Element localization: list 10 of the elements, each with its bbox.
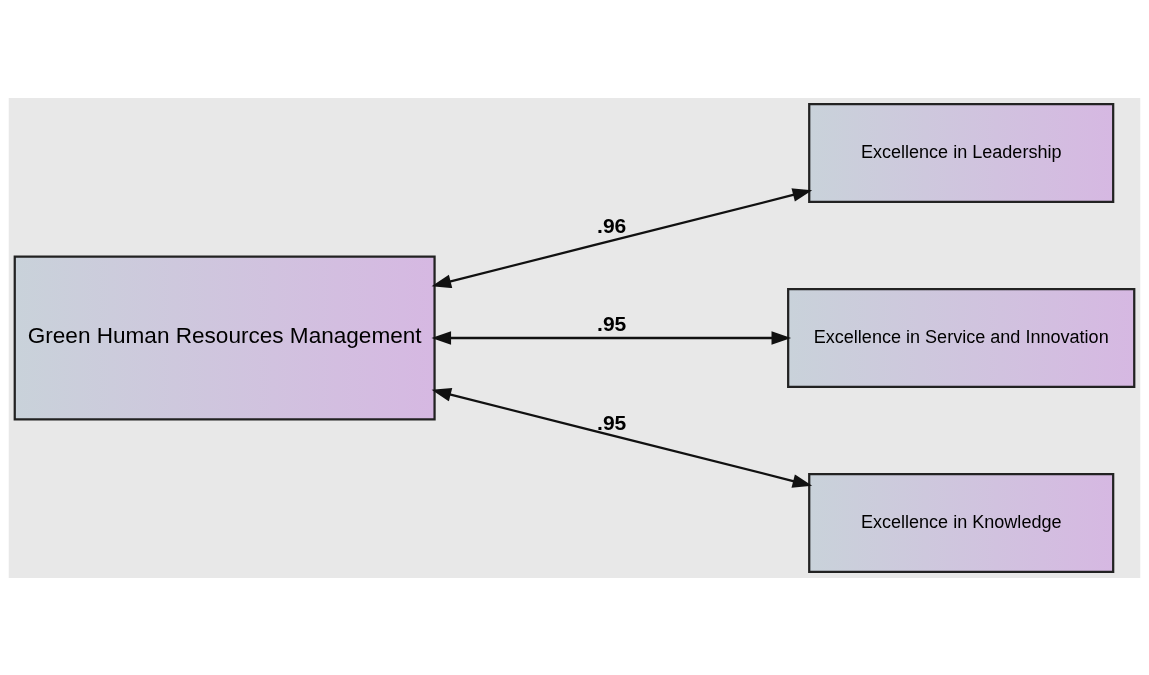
edge-label: .95 (597, 311, 627, 335)
arrow (431, 387, 813, 488)
node-box: Excellence in Knowledge (808, 472, 1115, 573)
node-box: Excellence in Service and Innovation (787, 287, 1136, 388)
edge-label: .96 (597, 213, 627, 237)
node-box: Green Human Resources Management (13, 255, 436, 420)
edge-label: .95 (597, 410, 627, 434)
arrow (431, 330, 792, 345)
node-box: Excellence in Leadership (808, 102, 1115, 203)
arrow (431, 187, 813, 288)
